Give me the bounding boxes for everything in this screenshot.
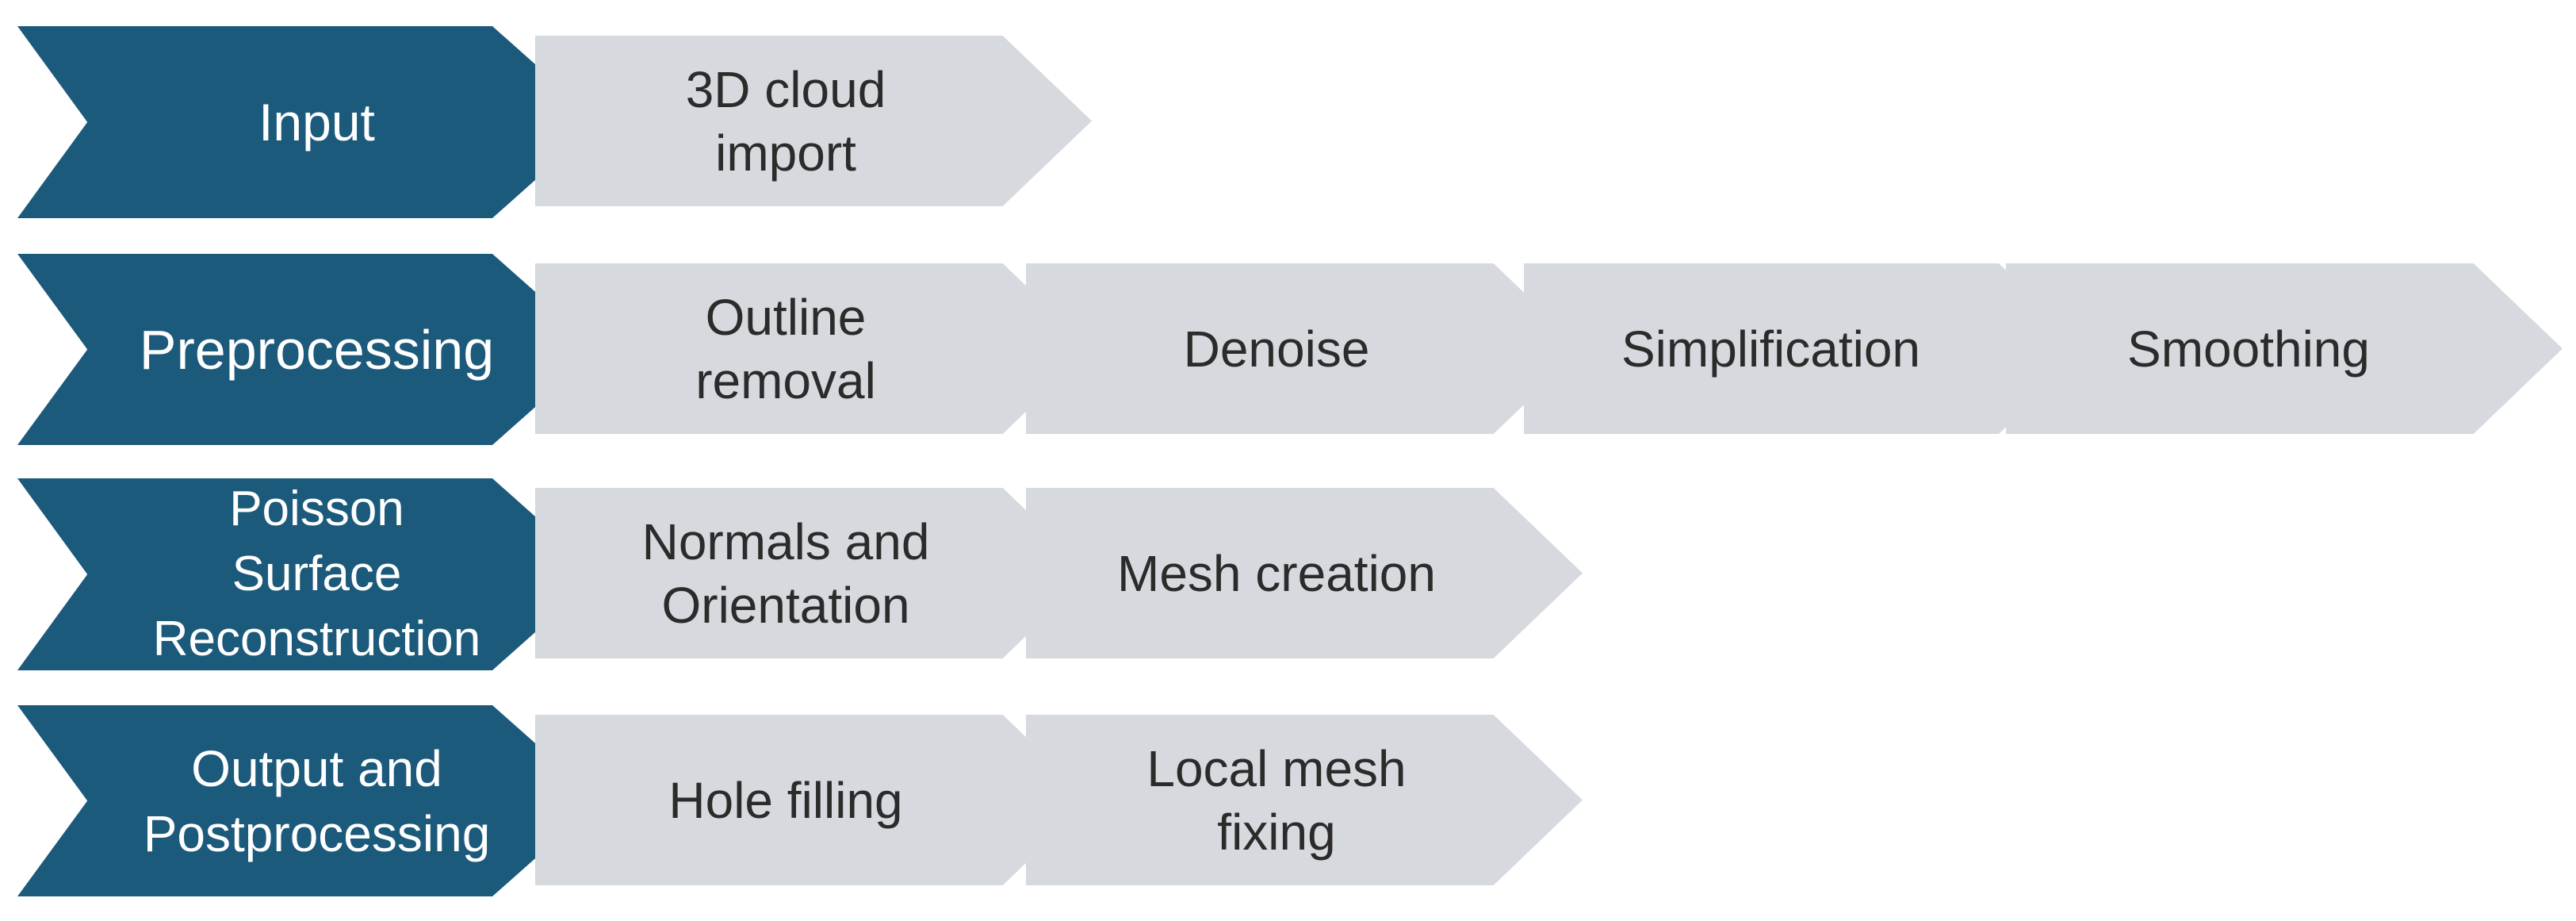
step-normals-orientation-label: Normals and Orientation	[641, 512, 930, 634]
step-smoothing-chevron: Smoothing	[2006, 263, 2563, 434]
step-simplification-chevron: Simplification	[1524, 263, 2089, 434]
step-3d-cloud-import-chevron: 3D cloud import	[535, 36, 1092, 206]
step-hole-filling-chevron: Hole filling	[535, 715, 1092, 885]
step-3d-cloud-import-label: 3D cloud import	[685, 60, 886, 182]
step-denoise-chevron: Denoise	[1026, 263, 1583, 434]
stage-output-postprocessing-label: Output and Postprocessing	[143, 739, 491, 862]
stage-output-postprocessing-chevron: Output and Postprocessing	[17, 705, 600, 896]
step-outline-removal-label: Outline removal	[695, 288, 876, 409]
step-hole-filling-label: Hole filling	[668, 771, 903, 829]
step-simplification-label: Simplification	[1621, 320, 1921, 378]
stage-preprocessing-chevron: Preprocessing	[17, 254, 600, 445]
step-mesh-creation-label: Mesh creation	[1117, 544, 1436, 602]
step-local-mesh-fixing-label: Local mesh fixing	[1146, 739, 1407, 861]
step-outline-removal-chevron: Outline removal	[535, 263, 1092, 434]
stage-poisson-reconstruction-chevron: Poisson Surface Reconstruction	[17, 478, 600, 670]
step-smoothing-label: Smoothing	[2127, 320, 2370, 378]
step-denoise-label: Denoise	[1183, 320, 1370, 378]
step-normals-orientation-chevron: Normals and Orientation	[535, 488, 1092, 658]
stage-input-label: Input	[258, 93, 375, 152]
step-mesh-creation-chevron: Mesh creation	[1026, 488, 1583, 658]
step-local-mesh-fixing-chevron: Local mesh fixing	[1026, 715, 1583, 885]
stage-poisson-reconstruction-label: Poisson Surface Reconstruction	[152, 482, 481, 666]
stage-input-chevron: Input	[17, 26, 600, 218]
stage-preprocessing-label: Preprocessing	[139, 318, 495, 381]
